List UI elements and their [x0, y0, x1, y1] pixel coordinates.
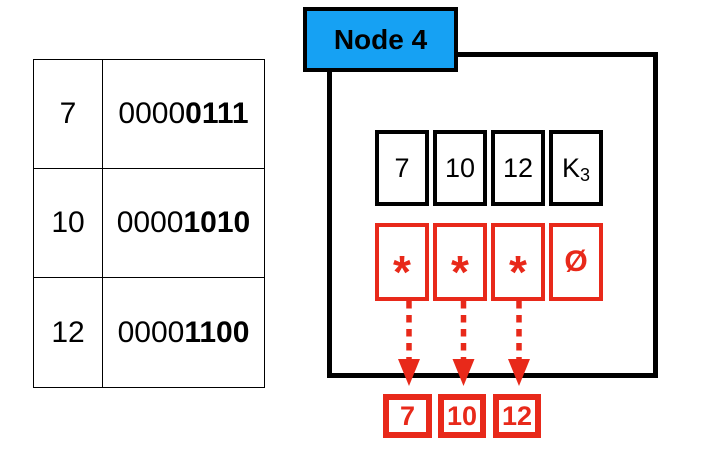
- bits-suffix: 0111: [185, 97, 249, 130]
- pointer-cell: *: [433, 223, 487, 301]
- key-label: 7: [394, 152, 410, 183]
- pointer-arrows: [398, 301, 530, 386]
- pointer-cell-null: Ø: [549, 223, 603, 301]
- bits-suffix: 1010: [183, 206, 251, 239]
- bits-prefix: 0000: [116, 206, 184, 239]
- pointer-cell: *: [375, 223, 429, 301]
- node-title-tab: Node 4: [303, 7, 458, 72]
- bits-suffix: 1100: [184, 315, 250, 349]
- node-title-label: Node 4: [333, 23, 428, 55]
- null-pointer-symbol: Ø: [564, 245, 588, 278]
- pointer-star-symbol: *: [393, 246, 411, 298]
- key-label: 10: [444, 152, 476, 183]
- bits-prefix: 0000: [118, 97, 186, 130]
- child-pointer-arrow: [452, 301, 475, 386]
- pointer-star-symbol: *: [451, 246, 469, 298]
- key-cell: 7: [375, 130, 429, 206]
- pointer-star-symbol: *: [509, 246, 527, 298]
- key-cell: 10: [433, 130, 487, 206]
- bits-prefix: 0000: [117, 315, 185, 349]
- pointer-cell: *: [491, 223, 545, 301]
- key-label: K: [561, 152, 580, 183]
- binary-table-value: 7: [34, 60, 103, 169]
- child-pointer-arrow: [508, 301, 530, 386]
- node-pointers-row: * * * Ø: [375, 223, 603, 301]
- child-node-box: 7: [383, 394, 432, 438]
- binary-table-value: 12: [34, 278, 103, 387]
- child-pointer-arrow: [398, 301, 420, 386]
- child-node-box: 12: [493, 394, 541, 438]
- node-outline-box: [327, 52, 658, 378]
- binary-table-value: 10: [34, 169, 103, 278]
- key-cell: 12: [491, 130, 545, 206]
- key-subscript: 3: [580, 165, 591, 185]
- key-label: 12: [502, 152, 534, 183]
- child-node-box: 10: [438, 394, 486, 438]
